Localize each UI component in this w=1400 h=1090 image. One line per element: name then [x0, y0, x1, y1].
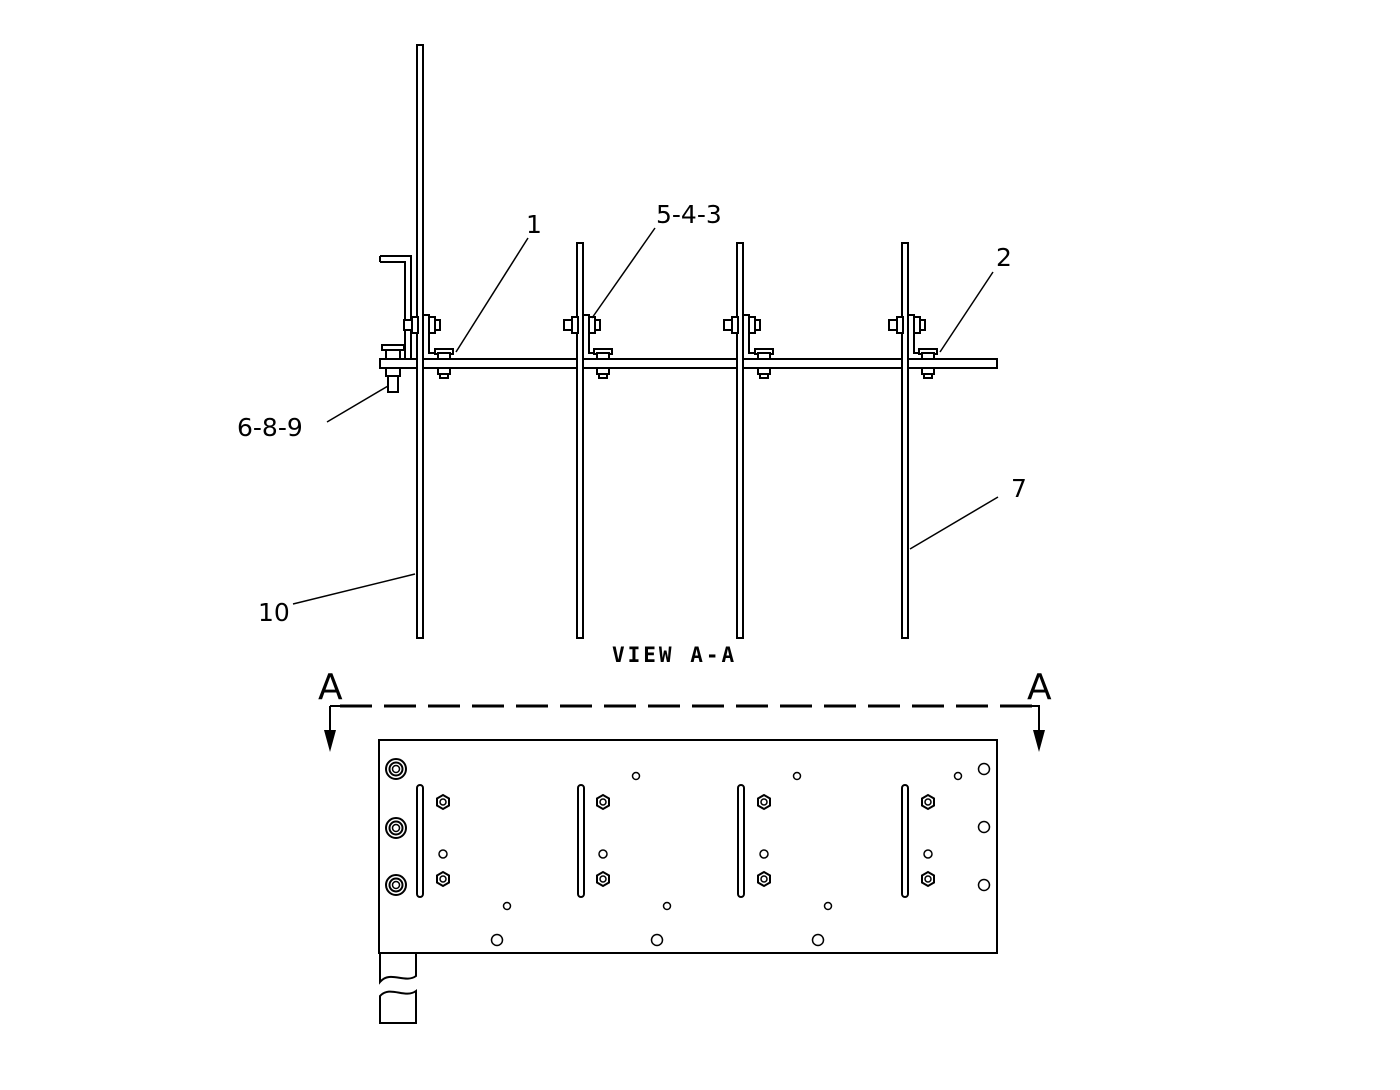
plate-bolts — [403, 316, 926, 334]
view-caption: VIEW A-A — [612, 643, 737, 667]
plan-view — [378, 739, 998, 1024]
callout-7: 7 — [1011, 474, 1027, 503]
callout-1: 1 — [526, 210, 542, 239]
vertical-plate-3 — [736, 242, 744, 639]
section-mark-right: A — [1027, 667, 1052, 708]
callout-10: 10 — [258, 598, 290, 627]
plan-plate-outline — [378, 739, 998, 954]
plate-slots — [416, 784, 909, 898]
edge-bolts — [385, 758, 407, 896]
section-line: A A — [318, 667, 1052, 752]
angle-clips — [423, 314, 925, 354]
base-plate-edge — [379, 358, 998, 369]
vertical-plate-2 — [576, 242, 584, 639]
broken-post — [379, 953, 417, 1024]
base-bolts — [381, 344, 938, 393]
callout-6-8-9: 6-8-9 — [237, 413, 303, 442]
callout-5-4-3: 5-4-3 — [656, 200, 722, 229]
tall-vertical-plate — [416, 44, 424, 639]
vertical-plate-4 — [901, 242, 909, 639]
view-a-a: 1 2 5-4-3 6-8-9 7 10 VIEW A-A — [237, 44, 1027, 667]
plate-holes — [438, 762, 991, 947]
callout-2: 2 — [996, 243, 1012, 272]
leader-lines — [292, 227, 999, 605]
hex-nuts — [436, 793, 935, 888]
section-mark-left: A — [318, 667, 343, 708]
angle-bracket — [379, 255, 412, 359]
